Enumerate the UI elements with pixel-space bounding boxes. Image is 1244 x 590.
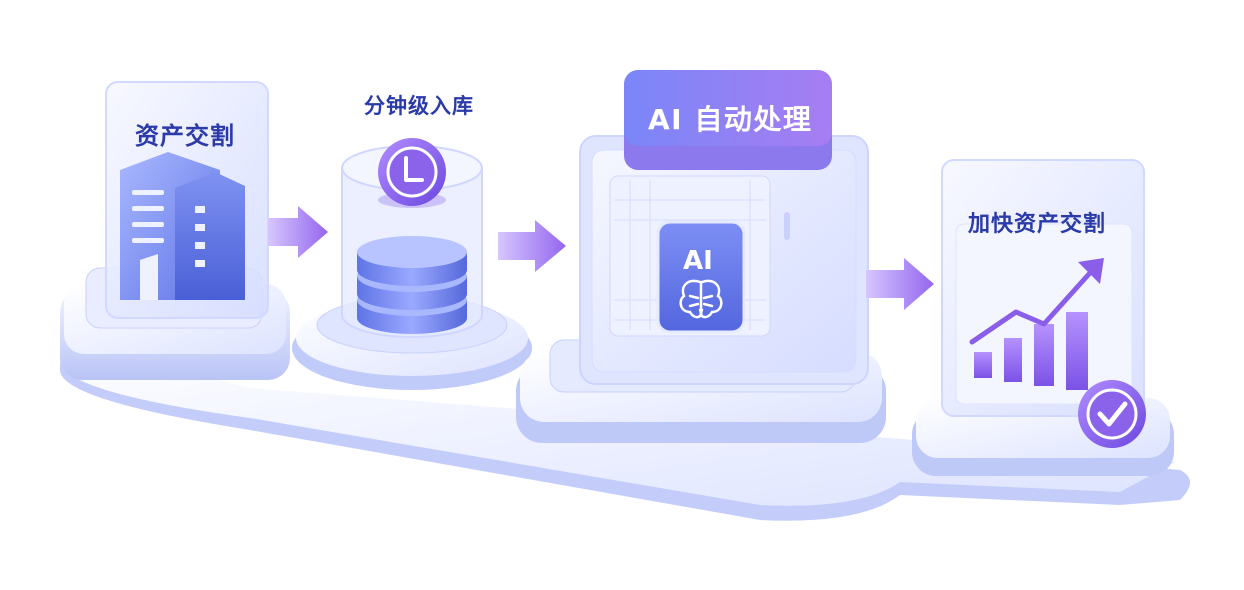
check-badge-icon: [1078, 380, 1146, 448]
step-3-label: AI 自动处理: [648, 103, 813, 136]
arrow-2-icon: [498, 220, 566, 272]
clock-icon: [378, 138, 446, 208]
ai-chip-label: AI: [683, 246, 713, 276]
database-icon: [357, 236, 467, 334]
step-4-label: 加快资产交割: [968, 212, 1107, 237]
growth-chart-icon: [969, 258, 1104, 390]
step-2-label: 分钟级入库: [364, 94, 474, 118]
arrow-3-icon: [866, 258, 934, 310]
arrow-1-icon: [268, 206, 328, 258]
ai-banner: [624, 70, 832, 170]
office-building-icon: [120, 152, 245, 300]
brain-icon: [679, 279, 723, 319]
step-1-label: 资产交割: [135, 122, 235, 150]
ai-brain-chip-icon: [656, 220, 746, 334]
